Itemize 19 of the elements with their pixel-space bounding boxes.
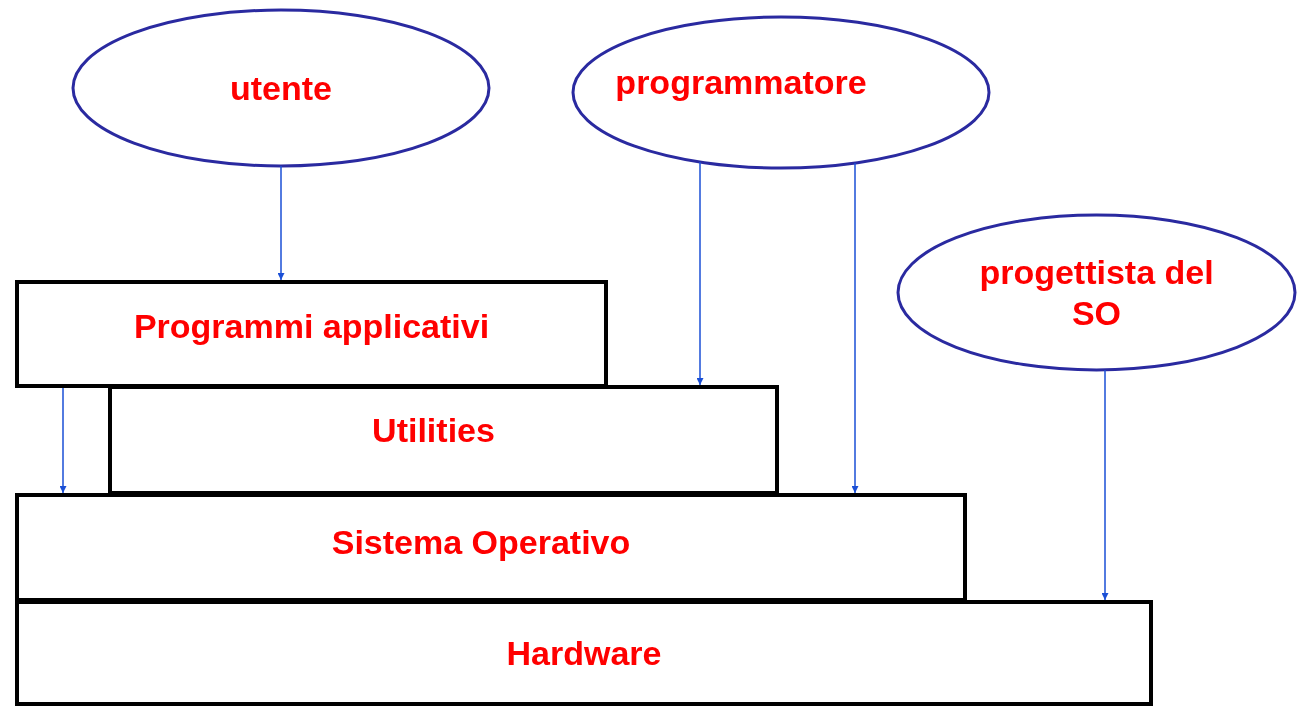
arrow: [696, 161, 704, 386]
layer-label: Hardware: [506, 632, 662, 674]
actor-label: utente: [230, 67, 332, 109]
actor-ellipse: [896, 213, 1297, 372]
arrow: [277, 165, 285, 281]
arrow: [851, 162, 859, 494]
layer-box: [15, 493, 967, 602]
arrow: [1101, 369, 1109, 601]
layer-label: Utilities: [372, 409, 495, 451]
layer-label: Programmi applicativi: [133, 305, 490, 347]
layer-box: [108, 385, 779, 495]
actor-label: programmatore: [615, 62, 867, 103]
layer-box: [15, 600, 1153, 706]
layer-box: [15, 280, 608, 388]
arrow: [59, 387, 67, 494]
layer-label: Sistema Operativo: [331, 522, 631, 563]
actor-label: progettista del SO: [978, 251, 1215, 334]
actor-ellipse: [571, 15, 991, 170]
actor-ellipse: [71, 8, 491, 168]
